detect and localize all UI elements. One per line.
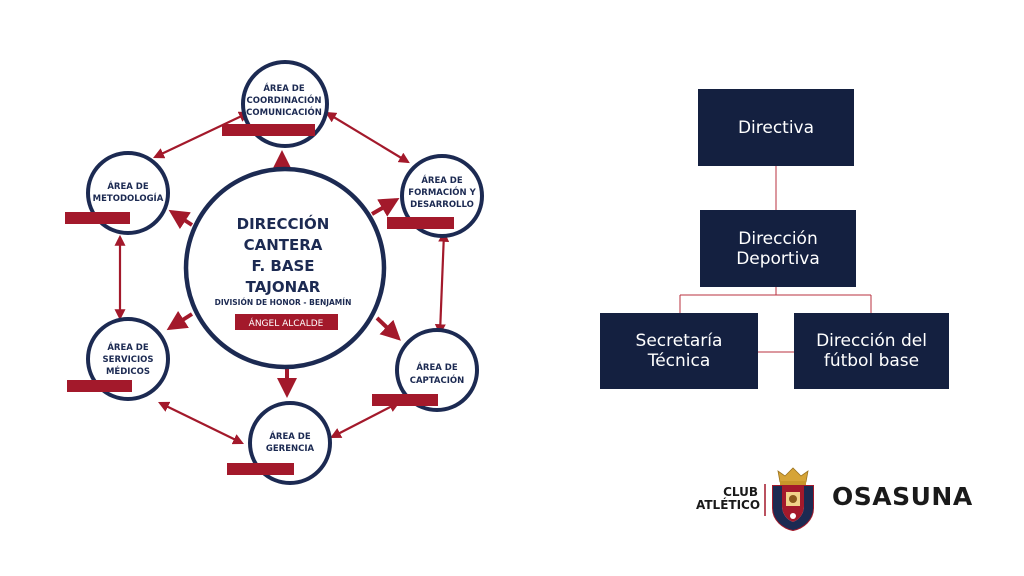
arrow-to-servicios <box>166 310 194 331</box>
center-node: DIRECCIÓN CANTERA F. BASE TAJONAR DIVISI… <box>183 166 387 370</box>
node-formacion-line-2: FORMACIÓN Y <box>408 186 476 198</box>
node-formacion-bar <box>387 217 454 229</box>
node-servicios-line-3: MÉDICOS <box>106 365 150 377</box>
node-captacion-line-1: ÁREA DE <box>416 361 458 373</box>
direccion-deportiva-box: Dirección Deportiva <box>700 210 856 287</box>
crest-icon <box>764 467 814 532</box>
connector-coordinacion-formacion <box>325 111 410 164</box>
secretaria-tecnica-label: Secretaría Técnica <box>635 331 723 371</box>
ring-connectors <box>114 111 450 445</box>
node-gerencia-line-1: ÁREA DE <box>269 430 311 442</box>
node-metodologia-bar <box>65 212 130 224</box>
node-formacion-line-3: DESARROLLO <box>410 200 474 210</box>
node-metodologia-line-1: ÁREA DE <box>107 180 149 192</box>
node-gerencia-line-2: GERENCIA <box>266 444 315 454</box>
center-name: ÁNGEL ALCALDE <box>249 317 324 329</box>
node-coordinacion-line-3: COMUNICACIÓN <box>246 106 322 118</box>
club-logo: CLUB ATLÉTICO OSASUNA <box>696 466 976 532</box>
node-captacion-line-2: CAPTACIÓN <box>410 374 465 386</box>
logo-osasuna-word: OSASUNA <box>832 482 973 511</box>
node-coordinacion-line-1: ÁREA DE <box>263 82 305 94</box>
connector-coordinacion-metodologia <box>153 111 250 159</box>
center-line-2: CANTERA <box>244 236 323 254</box>
secretaria-tecnica-box: Secretaría Técnica <box>600 313 758 389</box>
node-coordinacion-line-2: COORDINACIÓN <box>247 94 322 106</box>
connector-captacion-gerencia <box>330 401 400 439</box>
node-captacion-bar <box>372 394 438 406</box>
arrow-to-metodologia <box>168 209 194 230</box>
center-subtitle: DIVISIÓN DE HONOR - BENJAMÍN <box>215 298 352 307</box>
org-connectors <box>679 166 872 353</box>
futbol-base-label: Dirección del fútbol base <box>816 331 927 371</box>
connector-formacion-captacion <box>434 230 450 336</box>
node-coordinacion: ÁREA DE COORDINACIÓN COMUNICACIÓN <box>222 60 329 148</box>
node-gerencia: ÁREA DE GERENCIA <box>227 401 332 485</box>
center-line-1: DIRECCIÓN <box>237 214 330 233</box>
arrow-to-captacion <box>375 316 401 341</box>
node-servicios-line-1: ÁREA DE <box>107 341 149 353</box>
logo-club-text: CLUB ATLÉTICO <box>696 485 761 512</box>
node-gerencia-bar <box>227 463 294 475</box>
directiva-box: Directiva <box>698 89 854 166</box>
connector-gerencia-servicios <box>158 401 244 445</box>
center-name-bar <box>235 314 338 330</box>
center-line-4: TAJONAR <box>246 278 321 296</box>
logo-atletico-word: ATLÉTICO <box>696 498 761 512</box>
direccion-deportiva-label: Dirección Deportiva <box>736 228 820 269</box>
node-formacion: ÁREA DE FORMACIÓN Y DESARROLLO <box>387 154 484 238</box>
node-coordinacion-bar <box>222 124 315 136</box>
node-metodologia: ÁREA DE METODOLOGÍA <box>65 151 170 235</box>
arrow-to-formacion <box>370 197 400 217</box>
node-metodologia-line-2: METODOLOGÍA <box>93 192 164 204</box>
node-servicios-line-2: SERVICIOS <box>103 355 154 365</box>
logo-club-word: CLUB <box>723 485 758 499</box>
node-servicios: ÁREA DE SERVICIOS MÉDICOS <box>67 317 170 401</box>
center-line-3: F. BASE <box>251 257 314 275</box>
directiva-label: Directiva <box>737 117 815 138</box>
node-servicios-bar <box>67 380 132 392</box>
node-formacion-line-1: ÁREA DE <box>421 174 463 186</box>
futbol-base-box: Dirección del fútbol base <box>794 313 949 389</box>
node-captacion: ÁREA DE CAPTACIÓN <box>372 328 479 412</box>
